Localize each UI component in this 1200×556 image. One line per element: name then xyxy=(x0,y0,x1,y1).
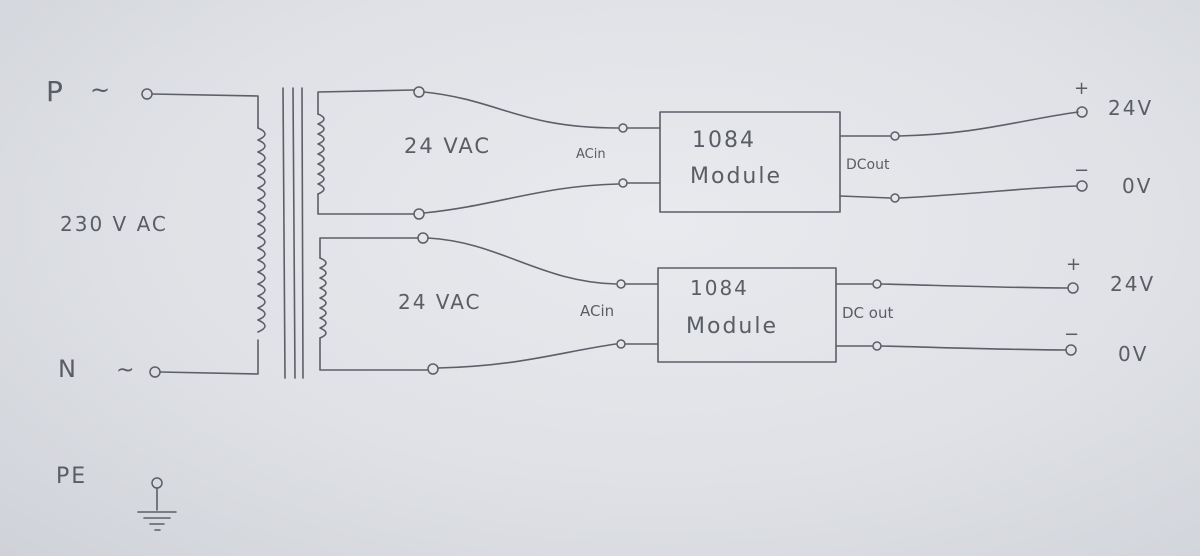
primary-coil xyxy=(257,127,266,333)
out-1-plus-terminal xyxy=(1076,106,1088,118)
out-1-minus-wire xyxy=(898,185,1078,199)
sec1-bottom-terminal xyxy=(413,208,425,220)
sec1-top-wire xyxy=(317,89,415,115)
out-1-plus-label: 24V xyxy=(1108,96,1154,120)
p-tilde: ~ xyxy=(90,76,111,104)
module-1-title: 1084 xyxy=(692,128,756,153)
primary-voltage-label: 230 V AC xyxy=(60,212,168,236)
secondary-2-voltage-label: 24 VAC xyxy=(398,290,482,314)
sec1-top-terminal xyxy=(413,86,425,98)
out-2-minus-sign: − xyxy=(1064,324,1080,345)
ac-in-2-terminal-a xyxy=(616,279,626,289)
secondary-1-voltage-label: 24 VAC xyxy=(404,134,492,158)
dc-out-1-label: DCout xyxy=(846,157,890,173)
module-1-box xyxy=(659,111,841,213)
ac-in-1-terminal-a xyxy=(618,123,628,133)
module-2-subtitle: Module xyxy=(686,314,778,339)
core-line-1 xyxy=(282,87,286,379)
dc-out-1-terminal-a xyxy=(890,131,900,141)
secondary-coil-2 xyxy=(319,257,327,339)
p-label: P xyxy=(46,75,65,108)
out-2-plus-terminal xyxy=(1067,282,1079,294)
dc-out-2-terminal-a xyxy=(872,279,882,289)
p-wire xyxy=(151,93,259,129)
dc-out-1-terminal-b xyxy=(890,193,900,203)
module-2-box xyxy=(657,267,837,363)
dc-out-2-label: DC out xyxy=(842,304,894,322)
sec2-top-terminal xyxy=(417,232,429,244)
sec2-to-ac-wire-b xyxy=(437,343,617,369)
ac-in-1-terminal-b xyxy=(618,178,628,188)
out-1-minus-sign: − xyxy=(1074,160,1090,181)
secondary-coil-1 xyxy=(317,113,325,195)
sec1-to-ac-wire-a xyxy=(423,91,619,129)
n-terminal xyxy=(149,366,161,378)
ground-icon xyxy=(137,477,177,531)
n-label: N xyxy=(58,355,78,383)
sec2-top-wire xyxy=(319,237,419,259)
sec2-bottom-wire xyxy=(319,337,429,371)
out-2-minus-terminal xyxy=(1065,344,1077,356)
out-1-plus-sign: + xyxy=(1074,78,1090,99)
out-2-minus-wire xyxy=(880,345,1067,351)
n-tilde: ~ xyxy=(116,358,135,383)
sec2-to-ac-wire-a xyxy=(427,237,617,285)
sec2-bottom-terminal xyxy=(427,363,439,375)
out-1-plus-wire xyxy=(898,111,1079,137)
ac-in-1-label: ACin xyxy=(576,147,606,162)
ac-in-2-label: ACin xyxy=(580,302,615,320)
dc-out-2-terminal-b xyxy=(872,341,882,351)
dc-out-1-lead-b xyxy=(839,195,891,199)
out-2-plus-label: 24V xyxy=(1110,272,1156,296)
out-1-minus-terminal xyxy=(1076,180,1088,192)
out-1-minus-label: 0V xyxy=(1122,174,1153,198)
out-2-plus-sign: + xyxy=(1066,254,1082,275)
p-terminal xyxy=(141,88,153,100)
core-line-3 xyxy=(301,87,304,379)
sec1-to-ac-wire-b xyxy=(423,183,619,214)
sec1-bottom-wire xyxy=(317,193,415,215)
out-2-plus-wire xyxy=(880,283,1069,289)
core-line-2 xyxy=(292,87,296,379)
module-1-subtitle: Module xyxy=(690,164,782,189)
out-2-minus-label: 0V xyxy=(1118,342,1149,366)
ac-in-2-terminal-b xyxy=(616,339,626,349)
n-wire xyxy=(159,339,259,375)
pe-label: PE xyxy=(56,464,88,489)
module-2-title: 1084 xyxy=(690,276,749,300)
